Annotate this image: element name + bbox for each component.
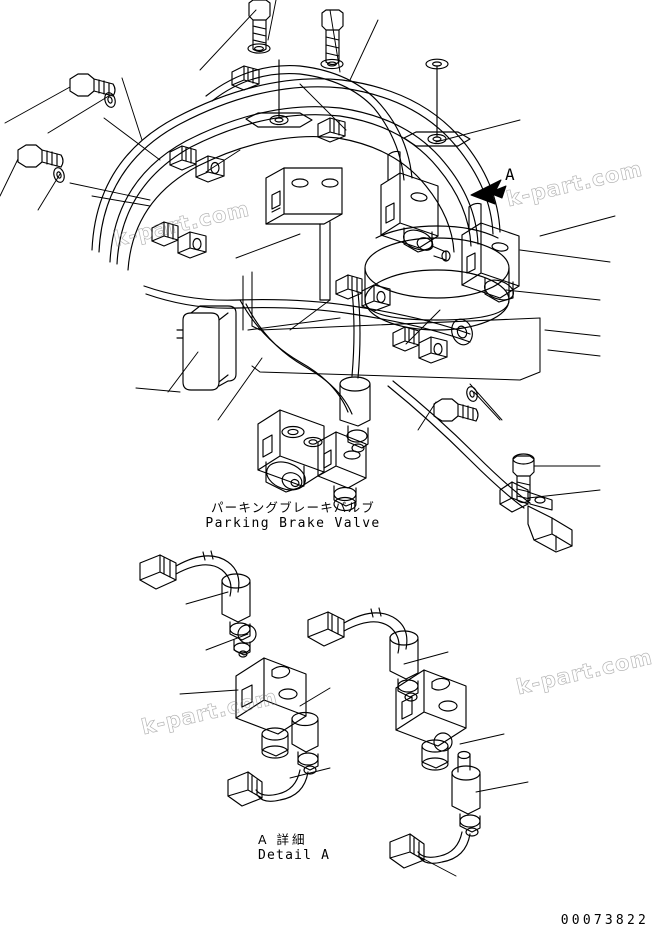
detail-pressure-switch-left	[221, 573, 251, 658]
valve-block-upper	[380, 150, 451, 262]
valve-solenoid	[339, 376, 371, 453]
cable-clamp-mid-d	[418, 336, 448, 364]
valve-block-right	[461, 202, 520, 303]
detail-a-caption: A 詳細 Detail A	[258, 832, 438, 864]
detail-valve-block-left	[235, 657, 307, 759]
mount-bracket-top-center	[245, 59, 313, 128]
washer-left-lower	[53, 167, 65, 183]
parking-brake-valve-caption: パーキングブレーキバルブ Parking Brake Valve	[128, 500, 458, 532]
leader-lines-upper-left	[0, 0, 379, 211]
washer-left-upper	[104, 92, 116, 108]
detail-cable-lower-right	[417, 831, 471, 864]
parking-brake-valve-assembly	[257, 409, 367, 512]
wire-harness-mid	[143, 285, 471, 343]
cable-clamp-left-b	[195, 155, 225, 183]
detail-connector-lower-right	[389, 833, 425, 869]
section-callout-label: A	[505, 165, 515, 184]
hex-bolt-mid-right	[433, 398, 479, 422]
detail-cable-lower-left	[255, 769, 309, 802]
relay-box	[176, 305, 237, 391]
cable-clamp-mid-b	[361, 284, 391, 312]
detail-connector-lower-left	[227, 771, 263, 807]
detail-valve-block-right	[395, 669, 467, 771]
mount-bracket-top-far-right	[403, 65, 471, 147]
cable-clamp-top-left	[231, 65, 260, 91]
detail-pressure-switch-right	[389, 630, 419, 702]
detail-cable-left	[175, 550, 240, 597]
detail-pressure-switch-lower-right	[451, 750, 481, 837]
washer-mid-right	[466, 386, 478, 402]
washer-top-right	[320, 58, 344, 70]
detail-pressure-switch-lower-left	[291, 711, 319, 775]
caption-en: Detail A	[258, 847, 331, 863]
hex-bolt-lower-right	[512, 453, 535, 504]
caption-en: Parking Brake Valve	[205, 515, 381, 531]
section-arrow-a	[470, 179, 507, 205]
detail-ball-plug-left	[237, 624, 257, 644]
detail-connector-left	[139, 554, 177, 590]
wire-harness-to-connector	[387, 380, 531, 509]
wire-harness-main	[91, 78, 501, 271]
leader-lines-detail	[179, 591, 529, 877]
hex-bolt-left-lower	[17, 144, 64, 168]
cable-connector-lower-right	[527, 505, 573, 553]
center-mount-bracket	[265, 167, 343, 301]
drawing-number: 00073822	[560, 913, 649, 928]
leader-lines-main	[91, 83, 616, 499]
washer-top-left	[247, 43, 271, 54]
detail-connector-right	[307, 611, 345, 647]
caption-jp: A 詳細	[258, 832, 308, 847]
caption-jp: パーキングブレーキバルブ	[210, 500, 376, 515]
bushing-mid-right	[451, 318, 473, 346]
cable-clamp-left-d	[177, 231, 207, 259]
wire-harness-to-valve	[239, 289, 361, 415]
detail-ball-plug-right	[433, 732, 453, 752]
washer-top-bracket-right	[425, 58, 449, 70]
hex-bolt-top-left	[248, 0, 271, 53]
detail-cable-right	[343, 607, 408, 654]
